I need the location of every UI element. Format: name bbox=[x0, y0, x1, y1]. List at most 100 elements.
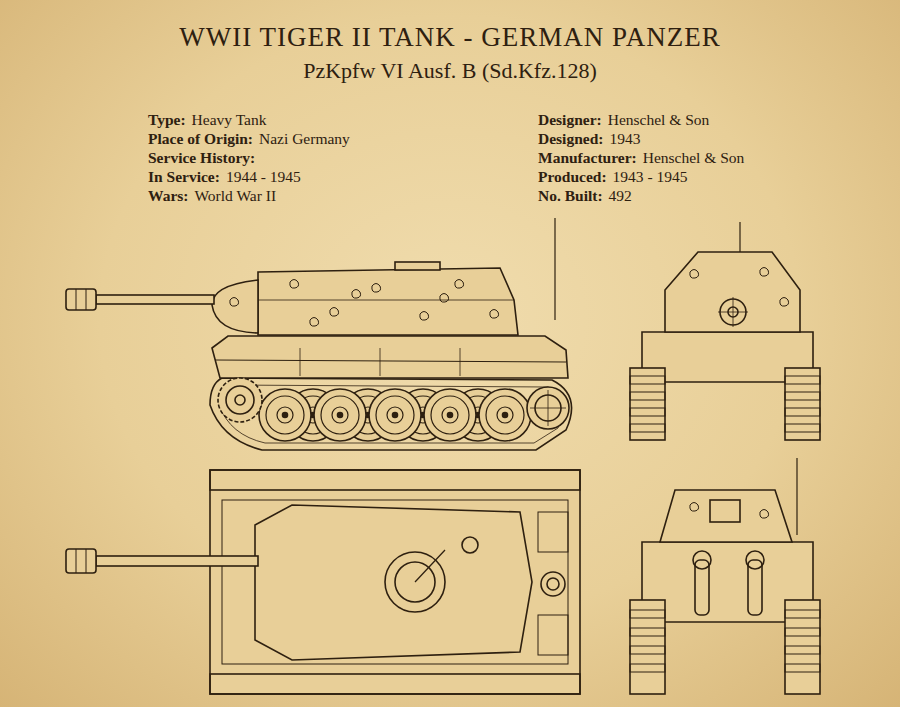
track-treads bbox=[630, 646, 665, 654]
side-view bbox=[554, 218, 555, 320]
spec-label: Type: bbox=[148, 111, 186, 128]
spec-value: 1944 - 1945 bbox=[226, 168, 301, 185]
side-view bbox=[380, 348, 381, 376]
spec-label: Wars: bbox=[148, 187, 188, 204]
rear-view bbox=[710, 500, 740, 522]
rear-view bbox=[660, 490, 792, 542]
side-view bbox=[548, 390, 549, 426]
side-view bbox=[369, 389, 421, 441]
top-view bbox=[541, 572, 565, 596]
track-treads bbox=[785, 646, 820, 654]
spec-label: In Service: bbox=[148, 168, 220, 185]
rear-view bbox=[796, 458, 797, 535]
top-view bbox=[547, 578, 559, 590]
spec-row: Produced: 1943 - 1945 bbox=[538, 167, 688, 186]
side-view bbox=[218, 378, 262, 422]
spec-value: Nazi Germany bbox=[259, 130, 350, 147]
rear-view bbox=[693, 551, 711, 569]
rear-view bbox=[630, 458, 820, 694]
side-view bbox=[258, 268, 518, 335]
spec-value: Heavy Tank bbox=[192, 111, 267, 128]
top-view bbox=[210, 470, 580, 694]
side-view bbox=[460, 348, 461, 376]
rear-view bbox=[785, 600, 820, 694]
side-view bbox=[395, 262, 440, 270]
top-view bbox=[415, 550, 445, 582]
side-view bbox=[314, 389, 366, 441]
model-designation: PzKpfw VI Ausf. B (Sd.Kfz.128) bbox=[0, 58, 900, 84]
spec-row: Designer:Henschel & Son bbox=[538, 110, 709, 129]
front-view bbox=[665, 252, 800, 332]
camouflage-marks bbox=[352, 290, 361, 299]
spec-row: Designed: 1943 bbox=[538, 129, 640, 148]
spec-value: 492 bbox=[609, 187, 632, 204]
spec-value: World War II bbox=[194, 187, 276, 204]
rear-view bbox=[746, 551, 764, 569]
camouflage-marks bbox=[490, 310, 499, 319]
side-view bbox=[424, 389, 476, 441]
rear-view bbox=[760, 510, 769, 519]
camouflage-marks bbox=[372, 284, 381, 293]
side-view bbox=[226, 386, 254, 414]
top-view bbox=[538, 615, 568, 655]
top-view bbox=[66, 549, 96, 573]
side-view bbox=[66, 218, 572, 450]
side-view bbox=[210, 378, 572, 450]
track-treads bbox=[785, 392, 820, 400]
top-view bbox=[210, 674, 580, 694]
top-view bbox=[210, 470, 580, 490]
front-view bbox=[630, 222, 820, 440]
spec-row: In Service: 1944 - 1945 bbox=[148, 167, 301, 186]
spec-label: Service History: bbox=[148, 149, 255, 166]
spec-row: Wars: World War II bbox=[148, 186, 276, 205]
track-treads bbox=[785, 628, 820, 636]
side-view bbox=[259, 389, 311, 441]
top-view bbox=[462, 537, 478, 553]
top-view bbox=[76, 549, 77, 573]
spec-row: Type: Heavy Tank bbox=[148, 110, 266, 129]
track-treads bbox=[630, 408, 665, 416]
front-view bbox=[785, 368, 820, 440]
front-view bbox=[630, 368, 665, 440]
front-view bbox=[733, 297, 734, 327]
spec-row: No. Built: 492 bbox=[538, 186, 632, 205]
front-view bbox=[780, 298, 789, 307]
side-view bbox=[66, 289, 96, 310]
rear-view bbox=[690, 503, 699, 512]
track-treads bbox=[630, 392, 665, 400]
side-view bbox=[215, 360, 566, 362]
side-view bbox=[86, 289, 87, 310]
top-view bbox=[222, 500, 568, 664]
rear-view bbox=[630, 600, 665, 694]
spec-row: Manufacturer:Henschel & Son bbox=[538, 148, 744, 167]
side-view bbox=[76, 289, 77, 310]
spec-value: 1943 - 1945 bbox=[613, 168, 688, 185]
side-view bbox=[300, 348, 301, 376]
side-view bbox=[527, 387, 569, 429]
top-view bbox=[255, 505, 532, 660]
side-view bbox=[258, 300, 514, 301]
track-treads bbox=[785, 376, 820, 384]
poster-title: WWII TIGER II TANK - GERMAN PANZER bbox=[0, 22, 900, 53]
camouflage-marks bbox=[230, 298, 239, 307]
camouflage-marks bbox=[290, 280, 299, 289]
track-treads bbox=[630, 664, 665, 672]
top-view bbox=[538, 512, 568, 552]
spec-label: No. Built: bbox=[538, 187, 603, 204]
front-view bbox=[690, 270, 699, 279]
track-treads bbox=[630, 610, 665, 618]
track-treads bbox=[630, 424, 665, 432]
spec-label: Produced: bbox=[538, 168, 607, 185]
spec-value: Henschel & Son bbox=[643, 149, 745, 166]
spec-label: Designer: bbox=[538, 111, 602, 128]
spec-value: 1943 bbox=[609, 130, 640, 147]
spec-row: Place of Origin:Nazi Germany bbox=[148, 129, 350, 148]
track-treads bbox=[785, 664, 820, 672]
camouflage-marks bbox=[310, 318, 319, 327]
camouflage-marks bbox=[440, 294, 449, 303]
side-view bbox=[479, 389, 531, 441]
track-treads bbox=[785, 610, 820, 618]
spec-label: Designed: bbox=[538, 130, 603, 147]
